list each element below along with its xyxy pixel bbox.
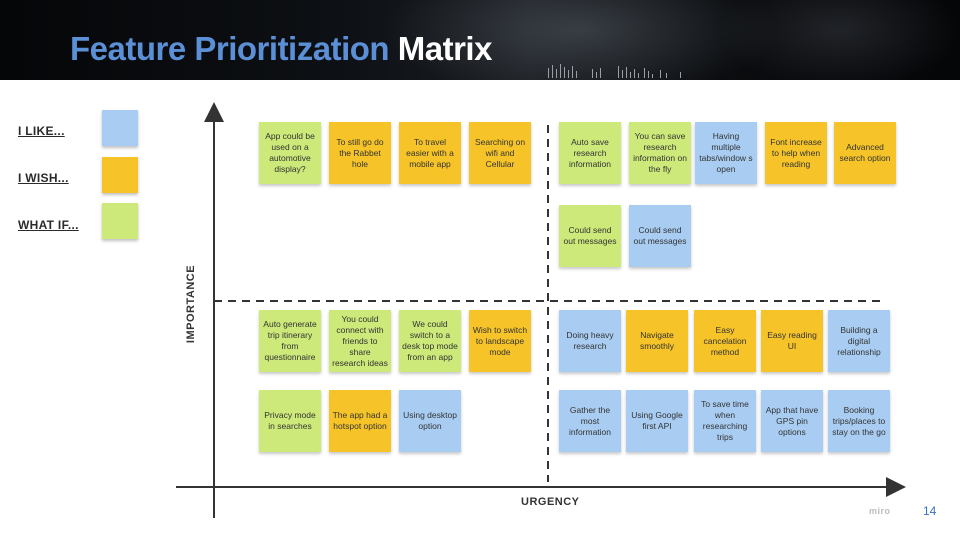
y-axis-label: IMPORTANCE	[185, 264, 197, 344]
page-number: 14	[923, 504, 937, 518]
sticky-note: App that have GPS pin options	[761, 390, 823, 452]
miro-watermark: miro	[869, 506, 891, 516]
sticky-note: Navigate smoothly	[626, 310, 688, 372]
sticky-note: Easy reading UI	[761, 310, 823, 372]
legend-swatch-wish	[102, 157, 138, 193]
sticky-note: App could be used on a automotive displa…	[259, 122, 321, 184]
sticky-note: Advanced search option	[834, 122, 896, 184]
x-axis-label: URGENCY	[521, 496, 580, 508]
title-part1: Feature Prioritization	[70, 30, 390, 67]
sticky-note: Auto save research information	[559, 122, 621, 184]
sticky-note: To travel easier with a mobile app	[399, 122, 461, 184]
sticky-note: Could send out messages	[629, 205, 691, 267]
legend-label-wish: I WISH...	[18, 171, 69, 185]
legend-swatch-whatif	[102, 203, 138, 239]
sticky-note: You can save research information on the…	[629, 122, 691, 184]
sticky-note: We could switch to a desk top mode from …	[399, 310, 461, 372]
legend-label-like: I LIKE...	[18, 124, 65, 138]
sticky-note: To save time when researching trips	[694, 390, 756, 452]
sticky-note: Doing heavy research	[559, 310, 621, 372]
sticky-note: To still go do the Rabbet hole	[329, 122, 391, 184]
sticky-note: Using desktop option	[399, 390, 461, 452]
legend-label-whatif: WHAT IF...	[18, 218, 79, 232]
sticky-note: Font increase to help when reading	[765, 122, 827, 184]
sticky-note: Easy cancelation method	[694, 310, 756, 372]
sticky-note: Booking trips/places to stay on the go	[828, 390, 890, 452]
sticky-note: You could connect with friends to share …	[329, 310, 391, 372]
sticky-note: The app had a hotspot option	[329, 390, 391, 452]
title-banner: Feature Prioritization Matrix	[0, 0, 960, 80]
sticky-note: Gather the most information	[559, 390, 621, 452]
sticky-note: Wish to switch to landscape mode	[469, 310, 531, 372]
page-title: Feature Prioritization Matrix	[70, 30, 492, 68]
legend-swatch-like	[102, 110, 138, 146]
sticky-note: Auto generate trip itinerary from questi…	[259, 310, 321, 372]
sticky-note: Searching on wifi and Cellular	[469, 122, 531, 184]
sticky-note: Could send out messages	[559, 205, 621, 267]
sticky-note: Building a digital relationship	[828, 310, 890, 372]
sticky-note: Having multiple tabs/window s open	[695, 122, 757, 184]
sticky-note: Using Google first API	[626, 390, 688, 452]
title-part2: Matrix	[397, 30, 493, 67]
sticky-note: Privacy mode in searches	[259, 390, 321, 452]
decorative-bars	[548, 64, 681, 78]
